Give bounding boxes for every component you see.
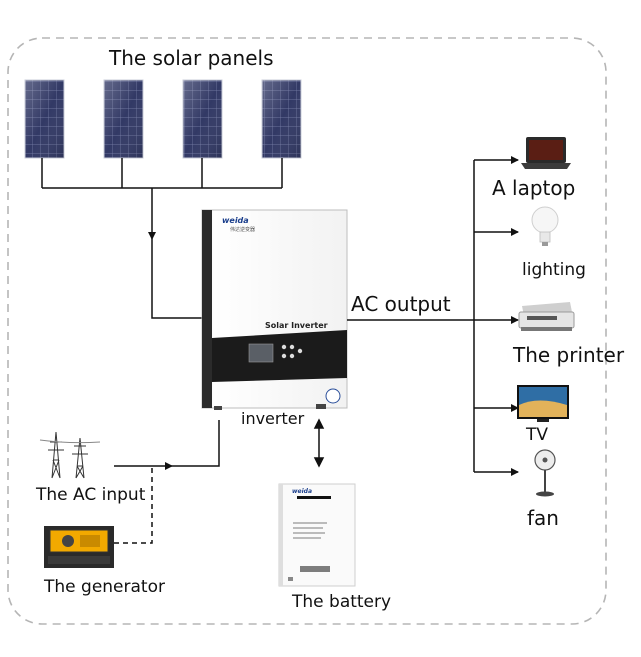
inverter-label: inverter — [241, 409, 305, 428]
inverter-model-text: Solar Inverter — [265, 321, 328, 330]
ac-output-label: AC output — [351, 292, 451, 316]
inverter-brand-subtitle: 伟达逆变器 — [230, 227, 256, 233]
light-bulb-icon — [531, 206, 559, 246]
battery-brand-logo: weida — [292, 488, 313, 495]
lighting-label: lighting — [522, 260, 586, 280]
laptop-icon — [521, 137, 571, 169]
solar-panels-label: The solar panels — [109, 46, 274, 70]
tv-label: TV — [526, 425, 549, 445]
battery-label: The battery — [292, 592, 392, 612]
panel-wiring — [41, 158, 283, 319]
fan-label: fan — [527, 506, 559, 530]
ac-output-wiring — [347, 156, 519, 476]
generator-label: The generator — [44, 577, 165, 597]
outer-dashed-border — [7, 37, 607, 625]
inverter-device-icon — [201, 209, 348, 410]
generator-icon — [44, 526, 114, 568]
solar-panel-4-icon — [261, 79, 302, 159]
ac-input-wiring — [114, 420, 220, 544]
inverter-brand-logo: weida — [222, 216, 249, 225]
ac-input-label: The AC input — [36, 485, 146, 505]
power-pylons-icon — [39, 431, 101, 479]
solar-panel-2-icon — [103, 79, 144, 159]
battery-device-icon — [278, 483, 356, 587]
tv-icon — [517, 385, 569, 422]
battery-wiring — [313, 418, 325, 468]
solar-panel-1-icon — [24, 79, 65, 159]
solar-panel-3-icon — [182, 79, 223, 159]
fan-icon — [534, 449, 556, 497]
printer-icon — [518, 302, 575, 331]
laptop-label: A laptop — [492, 176, 576, 200]
printer-label: The printer — [513, 343, 625, 367]
